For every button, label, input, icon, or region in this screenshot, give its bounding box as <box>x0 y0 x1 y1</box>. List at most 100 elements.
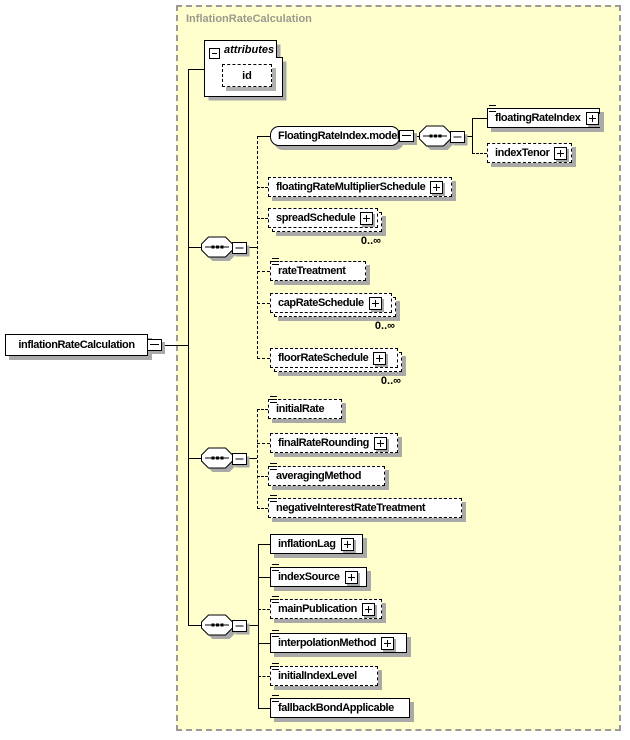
collapse-icon[interactable] <box>399 130 414 142</box>
connector-line <box>415 136 420 137</box>
connector-line <box>246 247 257 248</box>
sequence-compositor-icon[interactable] <box>419 125 469 155</box>
annotation-icon <box>270 463 277 471</box>
attributes-panel: attributes id <box>204 40 288 102</box>
group-FloatingRateIndex-model[interactable]: FloatingRateIndex.model <box>270 126 414 146</box>
element-label: initialIndexLevel <box>278 670 357 682</box>
annotation-icon <box>270 495 277 503</box>
occurrence-label: 0..∞ <box>374 320 395 332</box>
element-interpolationMethod[interactable]: interpolationMethod <box>270 630 407 653</box>
element-averagingMethod[interactable]: averagingMethod <box>268 463 385 486</box>
connector-line <box>257 508 268 509</box>
element-label: initialRate <box>276 403 325 415</box>
expand-icon[interactable] <box>340 537 354 551</box>
annotation-icon <box>272 596 279 604</box>
element-label: indexTenor <box>495 147 550 159</box>
expand-icon[interactable] <box>344 570 358 584</box>
expand-icon[interactable] <box>373 436 387 450</box>
element-label: inflationLag <box>278 538 336 550</box>
annotation-icon <box>272 630 279 638</box>
connector-line <box>258 708 270 709</box>
element-capRateSchedule[interactable]: capRateSchedule 0..∞ <box>270 293 396 332</box>
element-mainPublication[interactable]: mainPublication <box>270 596 382 619</box>
expand-icon[interactable] <box>430 180 444 194</box>
element-label: negativeInterestRateTreatment <box>276 502 426 514</box>
annotation-icon <box>272 564 279 572</box>
element-label: capRateSchedule <box>278 297 364 309</box>
expand-icon[interactable] <box>381 636 395 650</box>
connector-line <box>257 409 268 410</box>
expand-icon[interactable] <box>360 211 374 225</box>
collapse-icon[interactable] <box>147 339 162 351</box>
element-label: rateTreatment <box>278 265 346 277</box>
attribute-label: id <box>242 69 252 82</box>
connector-line <box>257 271 270 272</box>
connector-line <box>188 69 204 70</box>
connector-line <box>257 136 258 359</box>
attributes-title: attributes <box>224 44 275 56</box>
group-label: FloatingRateIndex.model <box>278 130 400 142</box>
element-spreadSchedule[interactable]: spreadSchedule 0..∞ <box>268 208 382 247</box>
complex-type-title: InflationRateCalculation <box>186 13 312 25</box>
element-floorRateSchedule[interactable]: floorRateSchedule 0..∞ <box>270 348 402 387</box>
annotation-icon <box>272 695 279 703</box>
connector-line <box>464 136 472 137</box>
expand-icon[interactable] <box>361 602 375 616</box>
element-initialRate[interactable]: initialRate <box>268 396 342 419</box>
element-finalRateRounding[interactable]: finalRateRounding <box>270 433 398 453</box>
connector-line <box>257 303 270 304</box>
sequence-compositor-icon[interactable] <box>201 614 251 644</box>
connector-line <box>188 458 202 459</box>
collapse-icon[interactable] <box>209 48 220 59</box>
connector-line <box>257 187 268 188</box>
element-inflationRateCalculation[interactable]: inflationRateCalculation <box>5 334 162 356</box>
element-label: floatingRateMultiplierSchedule <box>276 181 426 193</box>
expand-icon[interactable] <box>554 146 568 160</box>
element-label: inflationRateCalculation <box>18 339 135 351</box>
element-initialIndexLevel[interactable]: initialIndexLevel <box>270 663 378 686</box>
connector-line <box>258 643 270 644</box>
connector-line <box>257 443 270 444</box>
element-indexTenor[interactable]: indexTenor <box>487 143 572 163</box>
connector-line <box>257 476 268 477</box>
connector-line <box>188 247 202 248</box>
element-inflationLag[interactable]: inflationLag <box>270 534 363 554</box>
connector-line <box>258 609 270 610</box>
element-fallbackBondApplicable[interactable]: fallbackBondApplicable <box>270 695 410 718</box>
element-label: interpolationMethod <box>278 637 377 649</box>
connector-line <box>472 118 487 119</box>
connector-line <box>257 409 258 509</box>
annotation-icon <box>272 663 279 671</box>
element-floatingRateMultiplierSchedule[interactable]: floatingRateMultiplierSchedule <box>268 177 452 197</box>
element-floatingRateIndex[interactable]: floatingRateIndex <box>487 105 600 128</box>
element-label: indexSource <box>278 571 340 583</box>
connector-line <box>257 136 270 137</box>
sequence-compositor-icon[interactable] <box>201 236 251 266</box>
occurrence-label: 0..∞ <box>380 375 401 387</box>
element-label: floorRateSchedule <box>278 352 369 364</box>
connector-line <box>246 458 257 459</box>
occurrence-label: 0..∞ <box>360 235 381 247</box>
expand-icon[interactable] <box>585 111 599 125</box>
element-label: floatingRateIndex <box>495 112 581 124</box>
connector-line <box>472 118 473 154</box>
connector-line <box>258 544 270 545</box>
connector-line <box>246 625 258 626</box>
element-negativeInterestRateTreatment[interactable]: negativeInterestRateTreatment <box>268 495 462 518</box>
connector-line <box>258 544 259 709</box>
expand-icon[interactable] <box>373 351 387 365</box>
element-indexSource[interactable]: indexSource <box>270 564 367 587</box>
annotation-icon <box>489 105 496 113</box>
annotation-icon <box>272 258 279 266</box>
connector-line <box>258 676 270 677</box>
connector-line <box>163 345 188 346</box>
element-label: spreadSchedule <box>276 212 356 224</box>
attribute-id[interactable]: id <box>222 64 272 87</box>
connector-line <box>188 625 202 626</box>
element-label: averagingMethod <box>276 470 362 482</box>
element-rateTreatment[interactable]: rateTreatment <box>270 258 366 281</box>
connector-line <box>472 153 487 154</box>
connector-line <box>257 218 268 219</box>
sequence-compositor-icon[interactable] <box>201 447 251 477</box>
expand-icon[interactable] <box>368 296 382 310</box>
